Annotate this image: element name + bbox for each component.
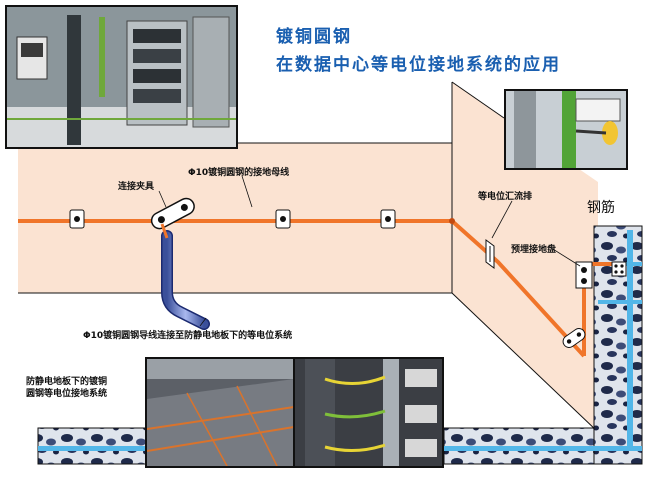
label-embedded-plate: 预埋接地盘 — [511, 245, 557, 255]
label-bus-line: Φ10镀铜圆钢的接地母线 — [188, 168, 290, 178]
server-room-photo — [5, 5, 238, 149]
page-title-line-2: 在数据中心等电位接地系统的应用 — [276, 55, 561, 75]
page-title-line-1: 镀铜圆钢 — [276, 27, 352, 47]
busbar-photo — [504, 89, 628, 170]
raised-floor-photo — [145, 357, 296, 468]
lower-clamp-icon — [562, 328, 586, 348]
leader-lines — [158, 175, 581, 327]
embedded-plate-icon — [575, 261, 627, 289]
label-floor-system-1: 防静电地板下的镀铜 — [26, 377, 108, 387]
connection-clamp-icon — [150, 197, 195, 230]
bracket-icon — [380, 209, 396, 229]
label-floor-system-2: 圆钢等电位接地系统 — [26, 389, 108, 399]
bracket-icon — [275, 209, 291, 229]
busbar-icon — [485, 239, 495, 269]
label-busbar: 等电位汇流排 — [478, 192, 533, 202]
label-conductor: Φ10镀铜圆钢导线连接至防静电地板下的等电位系统 — [83, 331, 293, 341]
label-rebar: 钢筋 — [587, 200, 615, 216]
rack-grounding-photo — [293, 357, 444, 468]
column-rebar-stripe — [627, 230, 633, 446]
label-clamp: 连接夹具 — [118, 182, 155, 192]
downward-rod — [160, 223, 210, 330]
bracket-icon — [69, 209, 85, 229]
